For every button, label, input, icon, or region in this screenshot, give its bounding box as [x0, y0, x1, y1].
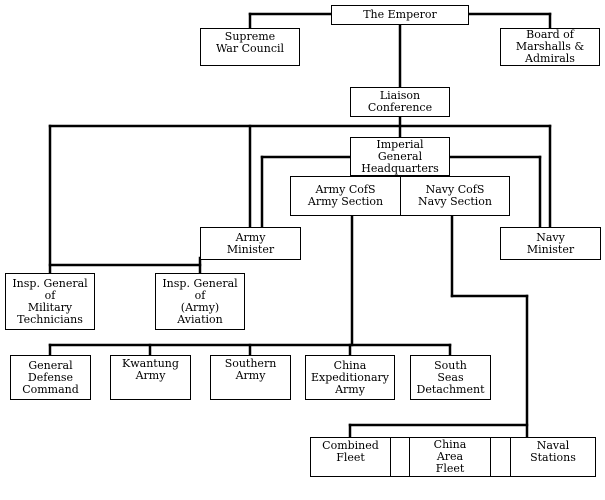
naval-stations-box: Naval Stations — [510, 437, 596, 477]
insp-army-aviation-box: Insp. General of (Army) Aviation — [155, 273, 245, 330]
army-minister-box: Army Minister — [200, 227, 301, 260]
combined-fleet-box: Combined Fleet — [310, 437, 391, 477]
general-defense-command-box: General Defense Command — [10, 355, 91, 400]
combined-fleet-label: Combined Fleet — [322, 439, 379, 464]
navy-minister-label: Navy Minister — [526, 230, 575, 256]
supreme-war-council-box: Supreme War Council — [200, 28, 300, 66]
insp-military-technicians-box: Insp. General of Military Technicians — [5, 273, 95, 330]
emperor-label: The Emperor — [363, 8, 437, 21]
navy-cofs-box: Navy CofS Navy Section — [400, 176, 510, 216]
army-minister-label: Army Minister — [226, 230, 275, 256]
kwantung-army-label: Kwantung Army — [122, 357, 179, 382]
naval-stations-label: Naval Stations — [530, 439, 576, 464]
kwantung-army-box: Kwantung Army — [110, 355, 191, 400]
board-marshals-box: Board of Marshalls & Admirals — [500, 28, 600, 66]
china-area-fleet-label-front: China Area Fleet — [433, 438, 467, 475]
supreme-war-council-label: Supreme War Council — [215, 30, 285, 55]
navy-minister-box: Navy Minister — [500, 227, 601, 260]
china-area-fleet-box-front: China Area Fleet — [409, 437, 491, 477]
china-expeditionary-army-box: China Expeditionary Army — [305, 355, 395, 400]
army-cofs-label: Army CofS Army Section — [307, 183, 384, 208]
liaison-conference-box: Liaison Conference — [350, 87, 450, 117]
army-cofs-box: Army CofS Army Section — [290, 176, 401, 216]
fleet-connector-right — [490, 437, 511, 477]
imperial-hq-box: Imperial General Headquarters — [350, 137, 450, 176]
board-marshals-label: Board of Marshalls & Admirals — [515, 28, 585, 65]
emperor-box: The Emperor — [331, 5, 469, 25]
navy-cofs-label: Navy CofS Navy Section — [418, 183, 492, 208]
china-expeditionary-army-label: China Expeditionary Army — [310, 358, 390, 396]
southern-army-label: Southern Army — [224, 357, 277, 382]
liaison-conference-label: Liaison Conference — [367, 89, 433, 114]
southern-army-box: Southern Army — [210, 355, 291, 400]
insp-military-technicians-label: Insp. General of Military Technicians — [12, 276, 88, 326]
imperial-hq-label: Imperial General Headquarters — [361, 137, 439, 175]
south-seas-detachment-box: South Seas Detachment — [410, 355, 491, 400]
general-defense-command-label: General Defense Command — [22, 358, 79, 396]
south-seas-detachment-label: South Seas Detachment — [416, 358, 485, 396]
insp-army-aviation-label: Insp. General of (Army) Aviation — [162, 276, 238, 326]
fleet-connector-left — [390, 437, 410, 477]
